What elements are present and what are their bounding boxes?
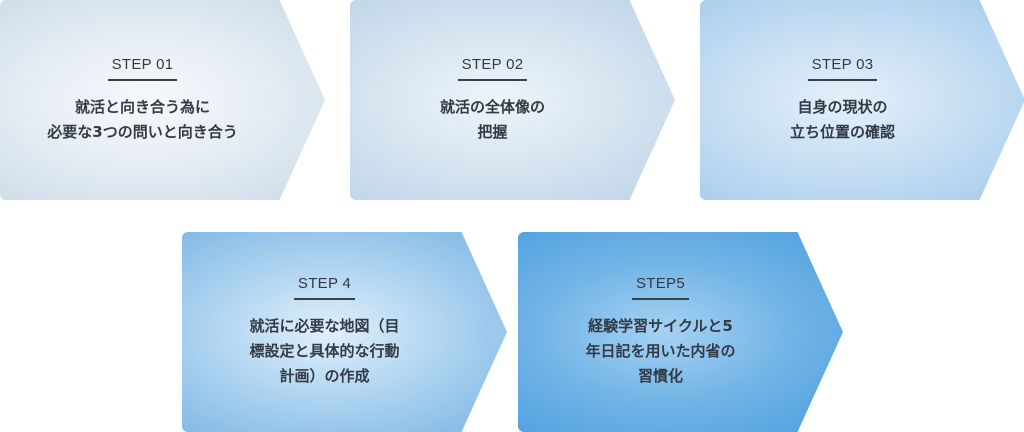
- step-title: 自身の現状の 立ち位置の確認: [790, 95, 895, 145]
- step-title-line: 必要な3つの問いと向き合う: [47, 122, 238, 141]
- step-label: STEP 4: [293, 275, 356, 300]
- step-title-line: 立ち位置の確認: [789, 122, 895, 141]
- step-title-line: 把握: [477, 122, 508, 141]
- step-title-line: 標設定と具体的な行動: [249, 342, 400, 360]
- step-title-line: 経験学習サイクルと5: [588, 317, 733, 335]
- step-01-arrow: STEP 01 就活と向き合う為に 必要な3つの問いと向き合う: [0, 0, 325, 200]
- step-label: STEP 02: [457, 56, 528, 81]
- step-05-arrow: STEP5 経験学習サイクルと5 年日記を用いた内省の 習慣化: [518, 232, 843, 432]
- step-title-line: 習慣化: [637, 367, 683, 385]
- step-02-arrow: STEP 02 就活の全体像の 把握: [350, 0, 675, 200]
- step-title-line: 年日記を用いた内省の: [585, 342, 736, 360]
- step-title-line: 計画）の作成: [279, 367, 370, 385]
- step-03-arrow: STEP 03 自身の現状の 立ち位置の確認: [700, 0, 1024, 200]
- step-title: 就活に必要な地図（目 標設定と具体的な行動 計画）の作成: [249, 314, 399, 389]
- step-label: STEP 03: [807, 56, 878, 81]
- step-title: 就活と向き合う為に 必要な3つの問いと向き合う: [47, 95, 237, 145]
- step-title-line: 自身の現状の: [797, 97, 888, 116]
- step-04-arrow: STEP 4 就活に必要な地図（目 標設定と具体的な行動 計画）の作成: [182, 232, 507, 432]
- step-title: 就活の全体像の 把握: [440, 95, 545, 145]
- step-title-line: 就活の全体像の: [439, 97, 545, 116]
- step-title-line: 就活に必要な地図（目: [249, 317, 400, 335]
- step-title-line: 就活と向き合う為に: [74, 97, 210, 116]
- step-label: STEP 01: [107, 56, 178, 81]
- step-label: STEP5: [631, 275, 690, 300]
- step-title: 経験学習サイクルと5 年日記を用いた内省の 習慣化: [585, 314, 735, 389]
